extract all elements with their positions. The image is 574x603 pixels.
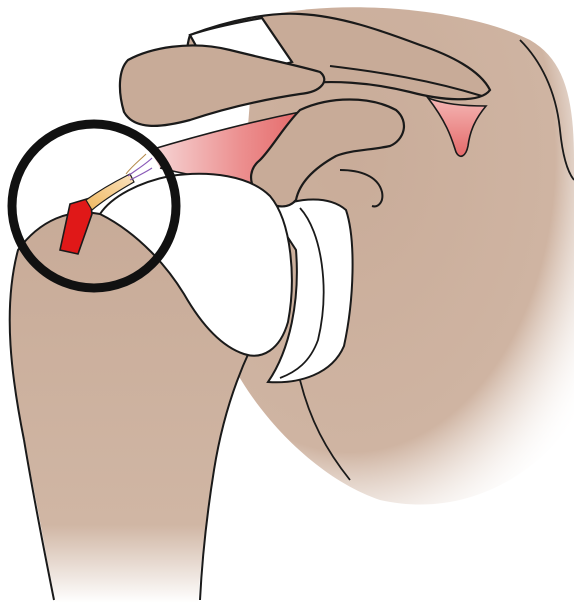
shoulder-anatomy-diagram [0, 0, 574, 603]
